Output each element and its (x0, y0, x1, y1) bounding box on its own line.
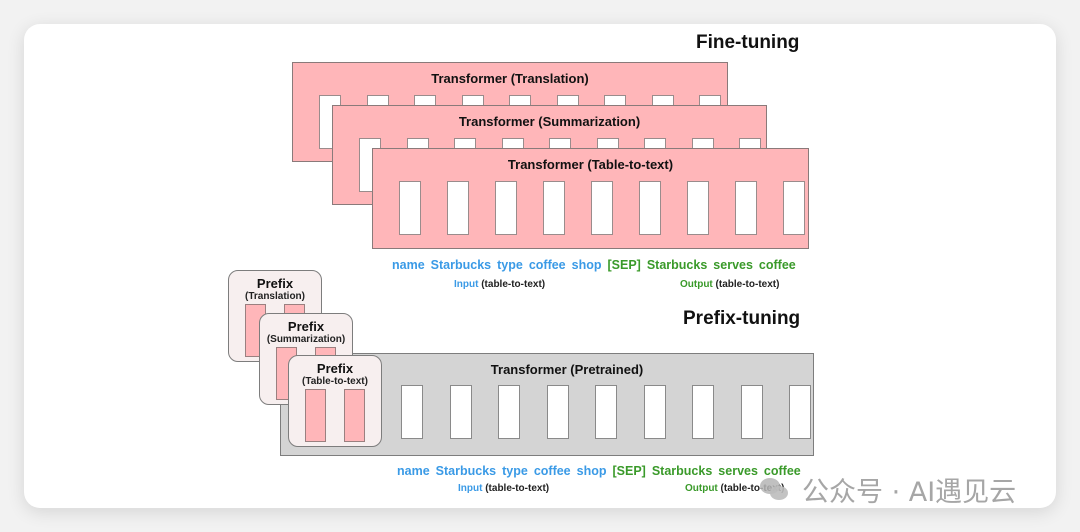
transformer-table-to-text-box: Transformer (Table-to-text) (372, 148, 809, 249)
token-cell (639, 181, 661, 235)
output-caption-rest: (table-to-text) (715, 279, 780, 290)
output-token: Starbucks (646, 258, 708, 272)
watermark: 公众号 · AI遇见云 (760, 470, 1016, 509)
token-cell (740, 385, 763, 439)
output-token: coffee (758, 258, 796, 272)
transformer-summarization-label: Transformer (Summarization) (458, 114, 641, 129)
prefix-table-to-text-box: Prefix (Table-to-text) (288, 355, 382, 447)
prefix-table-to-text-title: Prefix (316, 361, 354, 376)
fine-tuning-token-row: name Starbucks type coffee shop [SEP] Starbuck… (392, 258, 802, 272)
input-token: shop (576, 464, 607, 478)
token-cell (789, 385, 811, 439)
token-cell (687, 181, 709, 235)
token-cell (546, 385, 569, 439)
input-word: Input (454, 279, 479, 290)
input-token: Starbucks (435, 464, 497, 478)
output-token: [SEP] (612, 464, 646, 478)
prefix-tuning-output-caption: Output (table-to-text) (685, 483, 784, 494)
fine-tuning-input-caption: Input (table-to-text) (454, 279, 545, 290)
fine-tuning-output-caption: Output (table-to-text) (680, 279, 779, 290)
prefix-summarization-sub: (Summarization) (266, 334, 346, 345)
input-token: name (392, 258, 425, 272)
output-token: coffee (763, 464, 801, 478)
input-token: name (397, 464, 430, 478)
input-token: Starbucks (430, 258, 492, 272)
token-cell (498, 385, 520, 439)
input-token: type (502, 464, 528, 478)
token-cell (783, 181, 805, 235)
token-cell (447, 181, 469, 235)
transformer-translation-label: Transformer (Translation) (431, 71, 589, 86)
input-token: shop (571, 258, 602, 272)
token-cell (692, 385, 714, 439)
output-word: Output (680, 279, 713, 290)
transformer-table-to-text-label: Transformer (Table-to-text) (507, 157, 674, 172)
transformer-pretrained-label: Transformer (Pretrained) (490, 362, 644, 377)
fine-tuning-title: Fine-tuning (696, 32, 800, 53)
token-cell (401, 385, 423, 439)
input-word: Input (458, 483, 483, 494)
prefix-cell (305, 389, 326, 442)
prefix-table-to-text-sub: (Table-to-text) (302, 376, 368, 387)
input-token: type (497, 258, 523, 272)
token-cell (399, 181, 421, 235)
token-cell (495, 181, 517, 235)
token-cell (543, 181, 565, 235)
token-cell (643, 385, 666, 439)
prefix-translation-title: Prefix (256, 276, 294, 291)
prefix-summarization-title: Prefix (287, 319, 325, 334)
token-cell (595, 385, 617, 439)
input-caption-rest: (table-to-text) (485, 483, 550, 494)
output-token: [SEP] (607, 258, 641, 272)
output-token: Starbucks (651, 464, 713, 478)
wechat-icon (760, 477, 790, 502)
output-token: serves (718, 464, 758, 478)
input-token: coffee (528, 258, 566, 272)
output-caption-rest: (table-to-text) (720, 483, 785, 494)
prefix-translation-sub: (Translation) (244, 291, 305, 302)
token-cell (449, 385, 472, 439)
token-cell (591, 181, 613, 235)
input-caption-rest: (table-to-text) (481, 279, 546, 290)
token-cell (735, 181, 757, 235)
output-word: Output (685, 483, 718, 494)
watermark-text: 公众号 · AI遇见云 (802, 477, 1017, 508)
input-token: coffee (533, 464, 571, 478)
prefix-tuning-token-row: name Starbucks type coffee shop [SEP] Starbuck… (397, 464, 807, 478)
output-token: serves (713, 258, 753, 272)
prefix-tuning-title: Prefix-tuning (683, 308, 801, 329)
prefix-cell (344, 389, 365, 442)
prefix-tuning-input-caption: Input (table-to-text) (458, 483, 549, 494)
